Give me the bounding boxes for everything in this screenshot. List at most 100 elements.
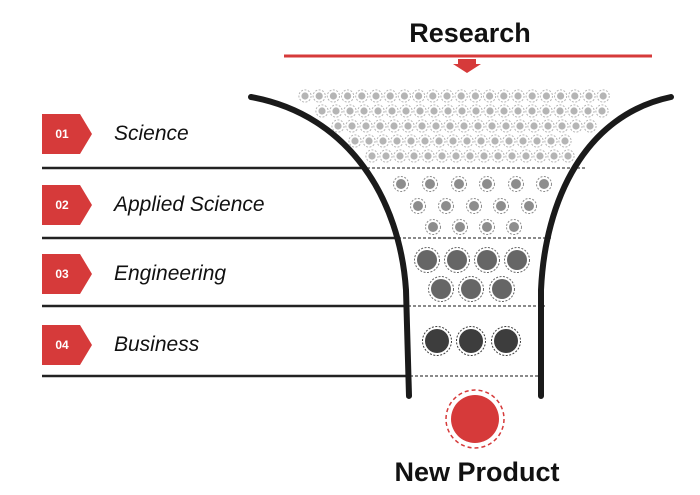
particle-ring [397, 89, 411, 103]
particle-dot [443, 92, 451, 100]
particle-ring [471, 119, 485, 133]
particle-ring [427, 104, 441, 118]
particle-dot [396, 179, 406, 189]
particle-ring [362, 134, 376, 148]
particle-ring [547, 149, 561, 163]
particle-dot [502, 122, 510, 130]
particle-ring [418, 134, 432, 148]
particle-dot [329, 92, 337, 100]
particle-dot [379, 137, 387, 145]
particle-dot [460, 122, 468, 130]
particle-dot [425, 329, 449, 353]
particle-dot [432, 122, 440, 130]
particle-ring [561, 149, 575, 163]
particle-ring [422, 326, 452, 356]
stage-label: Engineering [114, 262, 227, 285]
particle-dot [530, 122, 538, 130]
particle-ring [525, 89, 539, 103]
particle-ring [511, 104, 525, 118]
particle-dot [444, 107, 452, 115]
particle-ring [493, 198, 509, 214]
particle-ring [539, 89, 554, 103]
particle-ring [422, 176, 438, 192]
particle-dot [598, 107, 606, 115]
particle-ring [491, 326, 521, 356]
particle-dot [455, 222, 465, 232]
particle-dot [556, 107, 564, 115]
particle-dot [424, 152, 432, 160]
particle-ring [357, 104, 371, 118]
particle-dot [511, 179, 521, 189]
particle-ring [455, 104, 469, 118]
particle-ring [412, 89, 426, 103]
particle-ring [393, 149, 407, 163]
particle-dot [382, 152, 390, 160]
particle-dot [459, 329, 483, 353]
particle-dot [332, 107, 340, 115]
particle-dot [544, 122, 552, 130]
particle-ring [530, 134, 544, 148]
particle-ring [521, 198, 537, 214]
particle-ring [582, 89, 596, 103]
particle-dot [447, 250, 467, 270]
particle-ring [488, 134, 502, 148]
particle-dot [348, 122, 356, 130]
particle-ring [425, 219, 441, 235]
down-arrow-icon [453, 59, 481, 73]
stage-label: Science [114, 122, 189, 145]
particle-ring [379, 149, 393, 163]
particle-dot [449, 137, 457, 145]
particle-ring [468, 89, 482, 103]
particle-ring [413, 104, 427, 118]
particle-ring [479, 219, 495, 235]
particle-dot [528, 107, 536, 115]
particle-ring [376, 134, 390, 148]
particle-ring [553, 104, 567, 118]
particle-dot [480, 152, 488, 160]
particle-dot [407, 137, 415, 145]
particle-ring [569, 119, 583, 133]
particle-dot [558, 122, 566, 130]
stage-badge [42, 185, 92, 225]
particle-dot [463, 137, 471, 145]
particle-dot [418, 122, 426, 130]
stage-number: 02 [55, 198, 69, 212]
funnel-left-wall [248, 94, 412, 399]
particle-dot [507, 250, 527, 270]
particle-dot [438, 152, 446, 160]
particle-dot [368, 152, 376, 160]
particle-dot [458, 107, 466, 115]
stage-badge [42, 325, 92, 365]
particle-ring [331, 119, 345, 133]
particle-dot [417, 250, 437, 270]
particle-dot [509, 222, 519, 232]
new-product-label: New Product [394, 457, 560, 487]
particle-ring [567, 104, 581, 118]
particle-ring [508, 176, 524, 192]
particle-ring [443, 119, 457, 133]
particle-dot [452, 152, 460, 160]
particle-dot [542, 107, 550, 115]
stage-badge [42, 254, 92, 294]
particle-dot [441, 201, 451, 211]
particle-ring [404, 134, 418, 148]
particle-ring [435, 149, 449, 163]
particle-ring [499, 119, 513, 133]
particle-dot [500, 92, 508, 100]
particle-ring [474, 247, 500, 273]
particle-dot [488, 122, 496, 130]
particle-ring [452, 219, 468, 235]
particle-ring [568, 89, 582, 103]
particle-dot [599, 92, 607, 100]
particle-dot [471, 92, 479, 100]
stage-number: 04 [55, 338, 69, 352]
particle-ring [359, 119, 373, 133]
new-product-dashed-ring [445, 389, 505, 449]
particle-ring [483, 104, 497, 118]
particle-ring [474, 134, 488, 148]
particle-ring [502, 134, 516, 148]
particle-dot [388, 107, 396, 115]
particle-ring [441, 104, 455, 118]
particle-ring [414, 247, 440, 273]
stage-badge [42, 114, 92, 154]
